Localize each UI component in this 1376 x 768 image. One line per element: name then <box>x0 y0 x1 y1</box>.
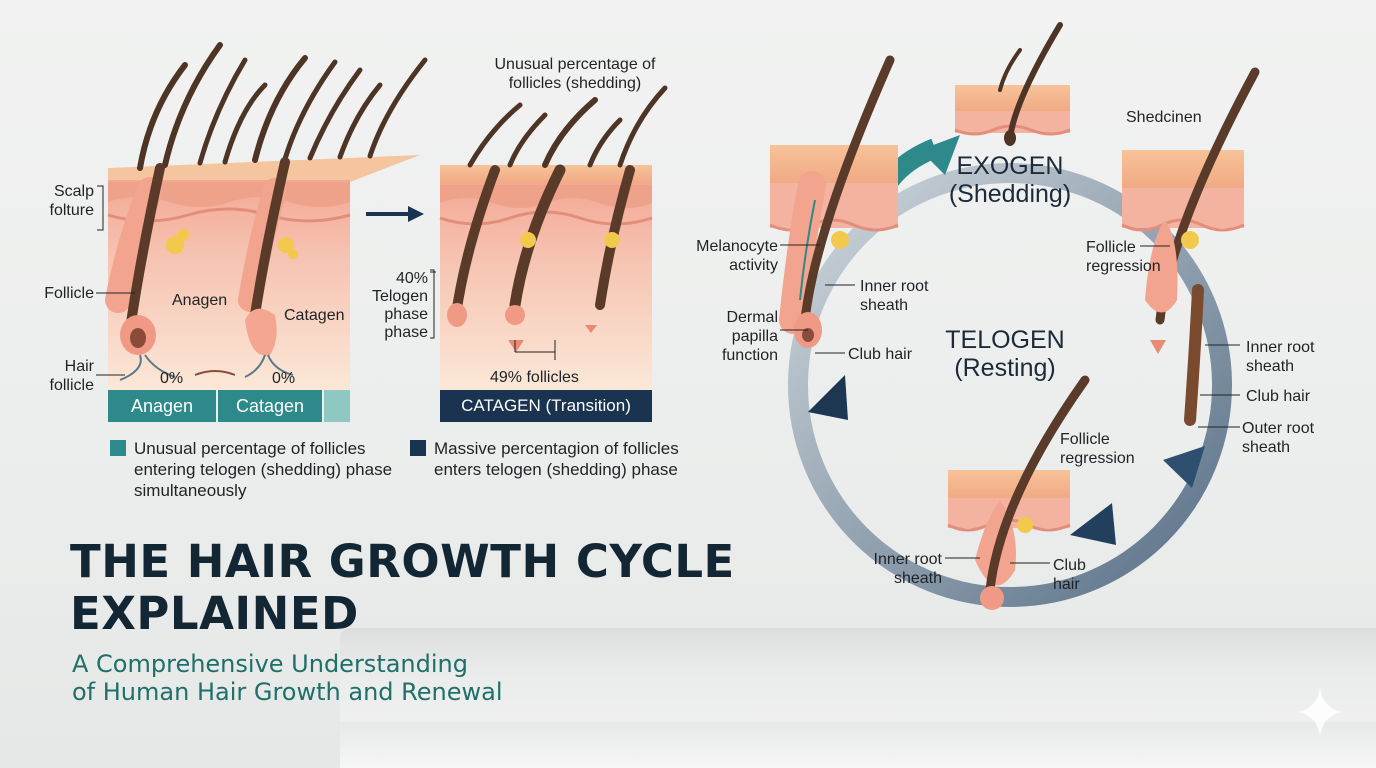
follicle-label: Follicle <box>44 285 94 302</box>
scalp-label: Scalp folture <box>30 182 94 220</box>
dermal-line1: Dermal <box>726 309 778 326</box>
inner-root-sheath-line1: Inner root <box>860 278 929 295</box>
outer-root-sheath-line1: Outer root <box>1242 420 1315 437</box>
telogen-phase-line1: 40% <box>395 270 428 287</box>
page-subtitle-line1: A Comprehensive Understanding <box>72 650 468 678</box>
hair-follicle-label-line2: follicle <box>49 377 94 394</box>
inner-root-sheath-2-line1: Inner root <box>1246 339 1315 356</box>
legend-middle-line2: enters telogen (shedding) phase <box>434 460 678 479</box>
melanocyte-line2: activity <box>729 257 778 274</box>
scalp-label-line1: Scalp <box>53 183 94 200</box>
hair-follicle-label-line1: Hair <box>64 358 94 375</box>
dermal-papilla-label: Dermal papilla function <box>690 308 778 365</box>
cycle-block-catagen <box>1121 67 1260 426</box>
legend-swatch-navy <box>410 440 426 456</box>
follicle-regression-1-line2: regression <box>1086 258 1161 275</box>
leader-lines <box>96 185 1240 564</box>
follicle-regression-1-line1: Follicle <box>1086 239 1136 256</box>
inner-root-sheath-label-3: Inner root sheath <box>850 550 942 588</box>
telogen-phase-line3: phase <box>384 306 428 323</box>
cycle-block-telogen <box>947 375 1090 610</box>
anagen-bar: Anagen <box>108 390 216 422</box>
exogen-line2: (Shedding) <box>948 180 1072 208</box>
legend-middle-line1: Massive percentagion of follicles <box>434 439 679 458</box>
shedcinen-label: Shedcinen <box>1126 109 1202 126</box>
dermal-line3: function <box>721 347 778 364</box>
club-hair-3-line2: hair <box>1053 576 1080 593</box>
arrow-to-exogen <box>920 135 960 175</box>
transition-arrow <box>366 206 424 222</box>
follicle-regression-2-line2: regression <box>1060 450 1135 467</box>
page-subtitle-line2: of Human Hair Growth and Renewal <box>72 678 503 706</box>
pct-catagen: 0% <box>272 370 296 387</box>
pct-anagen: 0% <box>160 370 184 387</box>
outer-root-sheath-label: Outer root sheath <box>1242 419 1314 457</box>
follicle-regression-2-line1: Follicle <box>1060 431 1110 448</box>
club-hair-label: Club hair <box>848 346 913 363</box>
legend-swatch-teal <box>110 440 126 456</box>
inner-root-sheath-label-2: Inner root sheath <box>1246 338 1314 376</box>
arrow-to-club <box>1163 446 1205 488</box>
middle-top-label: Unusual percentage of follicles (sheddin… <box>470 55 680 93</box>
inner-root-sheath-label: Inner root sheath <box>860 277 928 315</box>
inner-root-sheath-2-line2: sheath <box>1246 358 1295 375</box>
hair-follicle-label: Hair follicle <box>20 357 94 395</box>
scalp-block-anagen-catagen <box>105 42 428 392</box>
legend-left-line3: simultaneously <box>134 481 247 500</box>
outer-root-sheath-line2: sheath <box>1242 439 1291 456</box>
anagen-label: Anagen <box>172 292 228 309</box>
club-hair-3-line1: Club <box>1053 557 1086 574</box>
follicle-regression-label-1: Follicle regression <box>1086 238 1161 276</box>
middle-top-label-line2: follicles (shedding) <box>508 75 642 92</box>
inner-root-sheath-line2: sheath <box>860 297 909 314</box>
page-title-line1: THE HAIR GROWTH CYCLE <box>70 535 735 588</box>
scalp-block-telogen <box>439 85 668 391</box>
melanocyte-line1: Melanocyte <box>696 238 778 255</box>
legend-left: Unusual percentage of follicles entering… <box>134 438 414 501</box>
inner-root-sheath-3-line2: sheath <box>893 570 942 587</box>
inner-root-sheath-3-line1: Inner root <box>873 551 942 568</box>
club-hair-label-3: Club hair <box>1053 556 1086 594</box>
follicle-regression-label-2: Follicle regression <box>1060 430 1135 468</box>
telogen-line2: (Resting) <box>954 354 1056 382</box>
catagen-bar: Catagen <box>218 390 322 422</box>
page-subtitle: A Comprehensive Understanding of Human H… <box>72 650 592 706</box>
exogen-line1: EXOGEN <box>956 152 1064 180</box>
telogen-line1: TELOGEN <box>945 326 1065 354</box>
melanocyte-label: Melanocyte activity <box>680 237 778 275</box>
catagen-transition-bar: CATAGEN (Transition) <box>440 390 652 422</box>
arrow-to-telogen <box>1070 503 1116 545</box>
telogen-phase-line2: Telogen <box>371 288 428 305</box>
dermal-line2: papilla <box>731 328 778 345</box>
legend-middle: Massive percentagion of follicles enters… <box>434 438 734 480</box>
counter-edge <box>340 722 1376 768</box>
page-title: THE HAIR GROWTH CYCLE EXPLAINED <box>70 536 790 640</box>
catagen-label: Catagen <box>284 307 345 324</box>
cycle-block-exogen <box>954 22 1071 146</box>
legend-left-line2: entering telogen (shedding) phase <box>134 460 393 479</box>
page-title-line2: EXPLAINED <box>70 587 359 640</box>
cycle-block-anagen <box>769 55 899 348</box>
club-hair-label-2: Club hair <box>1246 388 1311 405</box>
scalp-label-line2: folture <box>49 202 94 219</box>
telogen-phase-title: TELOGEN (Resting) <box>925 326 1085 382</box>
arrow-to-anagen <box>808 375 848 420</box>
follicles-pct-label: 49% follicles <box>490 369 579 386</box>
middle-top-label-line1: Unusual percentage of <box>494 56 656 73</box>
partial-bar <box>324 390 350 422</box>
exogen-phase-label: EXOGEN (Shedding) <box>930 152 1090 208</box>
telogen-phase-line4: phase <box>384 324 428 341</box>
legend-left-line1: Unusual percentage of follicles <box>134 439 366 458</box>
telogen-phase-label: 40% Telogen phase phase <box>360 270 428 342</box>
